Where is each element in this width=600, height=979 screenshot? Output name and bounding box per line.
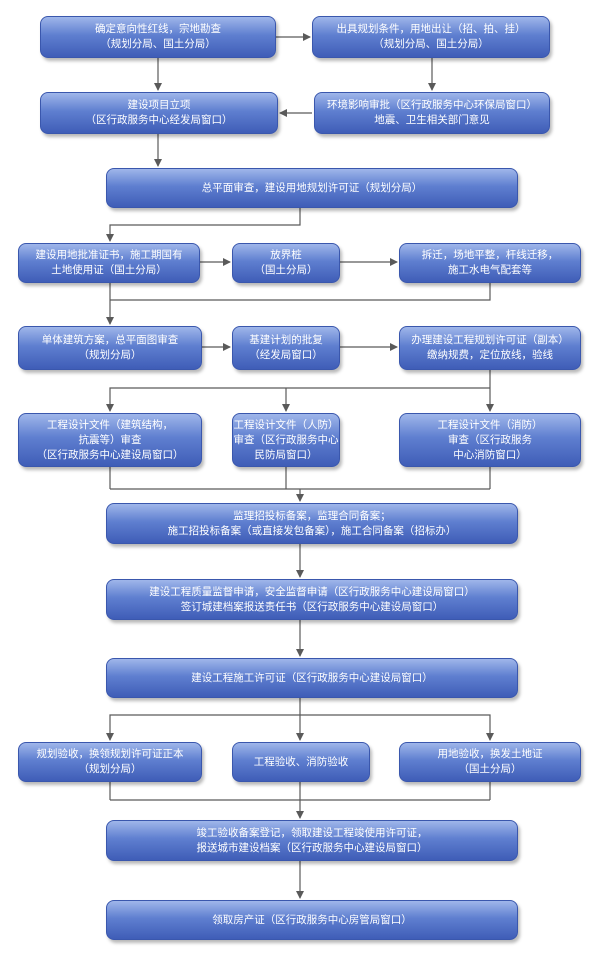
node-land-use-permit: 总平面审查，建设用地规划许可证（规划分局） bbox=[106, 168, 518, 208]
edge-split-row3 bbox=[106, 387, 490, 412]
node-text-line: 工程设计文件（建筑结构， bbox=[47, 418, 173, 431]
node-text-line: 建设项目立项 bbox=[127, 99, 191, 111]
node-text-line: 建设工程施工许可证（区行政服务中心建设局窗口） bbox=[191, 671, 433, 684]
node-text-line: 民防局窗口） bbox=[254, 448, 318, 461]
node-text-line: （国土分局） bbox=[254, 264, 318, 276]
node-text-line: 土地使用证（国土分局） bbox=[51, 264, 167, 276]
node-text-line: （经发局窗口） bbox=[249, 349, 323, 361]
node-text-line: 规划验收，换领规划许可证正本 bbox=[36, 748, 184, 760]
node-text-line: 签订城建档案报送责任书（区行政服务中心建设局窗口） bbox=[180, 600, 444, 613]
node-text-line: 办理建设工程规划许可证（副本） bbox=[411, 334, 569, 346]
node-boundary-markers: 放界桩 （国土分局） bbox=[232, 243, 340, 283]
node-construction-permit: 建设工程施工许可证（区行政服务中心建设局窗口） bbox=[106, 658, 518, 698]
node-text-line: 地震、卫生相关部门意见 bbox=[374, 114, 490, 126]
node-tender-filing: 监理招投标备案，监理合同备案； 施工招投标备案（或直接发包备案），施工合同备案（招… bbox=[106, 503, 518, 544]
node-text-line: 拆迁，场地平整，杆线迁移， bbox=[421, 249, 559, 261]
node-project-approval: 建设项目立项 （区行政服务中心经发局窗口） bbox=[40, 92, 278, 134]
node-text-line: 审查（区行政服务 bbox=[448, 433, 532, 446]
node-engineering-acceptance: 工程验收、消防验收 bbox=[232, 742, 370, 782]
node-text-line: （规划分局、国土分局） bbox=[373, 38, 489, 50]
node-text-line: （区行政服务中心经发局窗口） bbox=[85, 114, 233, 126]
node-environment-approval: 环境影响审批（区行政服务中心环保局窗口） 地震、卫生相关部门意见 bbox=[314, 92, 550, 134]
node-text-line: 总平面审查，建设用地规划许可证（规划分局） bbox=[201, 181, 423, 194]
node-design-review-structure: 工程设计文件（建筑结构， 抗震等）审查 （区行政服务中心建设局窗口） bbox=[18, 413, 202, 467]
node-text-line: 缴纳规费，定位放线，验线 bbox=[427, 349, 553, 361]
node-text-line: 施工招投标备案（或直接发包备案），施工合同备案（招标办） bbox=[167, 524, 457, 537]
node-completion-filing: 竣工验收备案登记，领取建设工程竣使用许可证， 报送城市建设档案（区行政服务中心建设… bbox=[106, 820, 518, 861]
node-text-line: 竣工验收备案登记，领取建设工程竣使用许可证， bbox=[196, 826, 428, 839]
node-planning-conditions: 出具规划条件，用地出让（招、拍、挂） （规划分局、国土分局） bbox=[312, 16, 550, 58]
node-design-review-civil-defense: 工程设计文件（人防） 审查（区行政服务中心民防局窗口） bbox=[232, 413, 340, 467]
node-text-line: 报送城市建设档案（区行政服务中心建设局窗口） bbox=[196, 841, 428, 854]
node-quality-supervision: 建设工程质量监督申请，安全监督申请（区行政服务中心建设局窗口） 签订城建档案报送责… bbox=[106, 579, 518, 620]
node-text-line: （规划分局） bbox=[78, 763, 142, 775]
node-text-line: 建设工程质量监督申请，安全监督申请（区行政服务中心建设局窗口） bbox=[149, 585, 475, 598]
node-design-review-fire: 工程设计文件（消防） 审查（区行政服务中心消防窗口） bbox=[399, 413, 581, 467]
node-text-line: 放界桩 bbox=[270, 249, 302, 261]
node-site-survey: 确定意向性红线，宗地勘查 （规划分局、国土分局） bbox=[40, 16, 276, 58]
edge-n8-merge bbox=[110, 283, 491, 301]
node-land-acceptance: 用地验收，换发土地证 （国土分局） bbox=[399, 742, 581, 782]
node-text-line: 单体建筑方案，总平面图审查 bbox=[41, 334, 179, 346]
node-text-line: 工程设计文件（消防） bbox=[437, 418, 543, 431]
node-text-line: 工程验收、消防验收 bbox=[253, 755, 349, 768]
edge-n5-split bbox=[106, 208, 301, 242]
node-planning-permit: 办理建设工程规划许可证（副本） 缴纳规费，定位放线，验线 bbox=[399, 326, 581, 370]
node-property-certificate: 领取房产证（区行政服务中心房管局窗口） bbox=[106, 900, 518, 940]
edge-split-left bbox=[106, 714, 300, 741]
node-text-line: （规划分局） bbox=[78, 349, 142, 361]
node-text-line: 确定意向性红线，宗地勘查 bbox=[95, 23, 221, 35]
node-text-line: 监理招投标备案，监理合同备案； bbox=[233, 509, 391, 522]
node-text-line: 领取房产证（区行政服务中心房管局窗口） bbox=[212, 913, 412, 926]
node-text-line: 建设用地批准证书，施工期国有 bbox=[35, 249, 183, 261]
node-demolition: 拆迁，场地平整，杆线迁移， 施工水电气配套等 bbox=[399, 243, 581, 283]
edge-split-right bbox=[300, 714, 494, 741]
node-text-line: （规划分局、国土分局） bbox=[100, 38, 216, 50]
node-text-line: 审查（区行政服务中心 bbox=[233, 433, 339, 446]
node-construction-plan: 基建计划的批复 （经发局窗口） bbox=[232, 326, 340, 370]
node-text-line: 环境影响审批（区行政服务中心环保局窗口） bbox=[327, 99, 537, 111]
node-text-line: 工程设计文件（人防） bbox=[233, 418, 339, 431]
node-text-line: 中心消防窗口） bbox=[453, 448, 527, 461]
node-land-certificate: 建设用地批准证书，施工期国有土地使用证（国土分局） bbox=[18, 243, 200, 283]
node-text-line: 施工水电气配套等 bbox=[448, 264, 532, 276]
node-text-line: （区行政服务中心建设局窗口） bbox=[36, 448, 184, 461]
node-building-scheme: 单体建筑方案，总平面图审查 （规划分局） bbox=[18, 326, 202, 370]
node-planning-acceptance: 规划验收，换领规划许可证正本 （规划分局） bbox=[18, 742, 202, 782]
node-text-line: 出具规划条件，用地出让（招、拍、挂） bbox=[336, 23, 526, 35]
node-text-line: 基建计划的批复 bbox=[249, 334, 323, 346]
node-text-line: （国土分局） bbox=[458, 763, 522, 775]
node-text-line: 抗震等）审查 bbox=[78, 433, 142, 446]
node-text-line: 用地验收，换发土地证 bbox=[437, 748, 543, 760]
